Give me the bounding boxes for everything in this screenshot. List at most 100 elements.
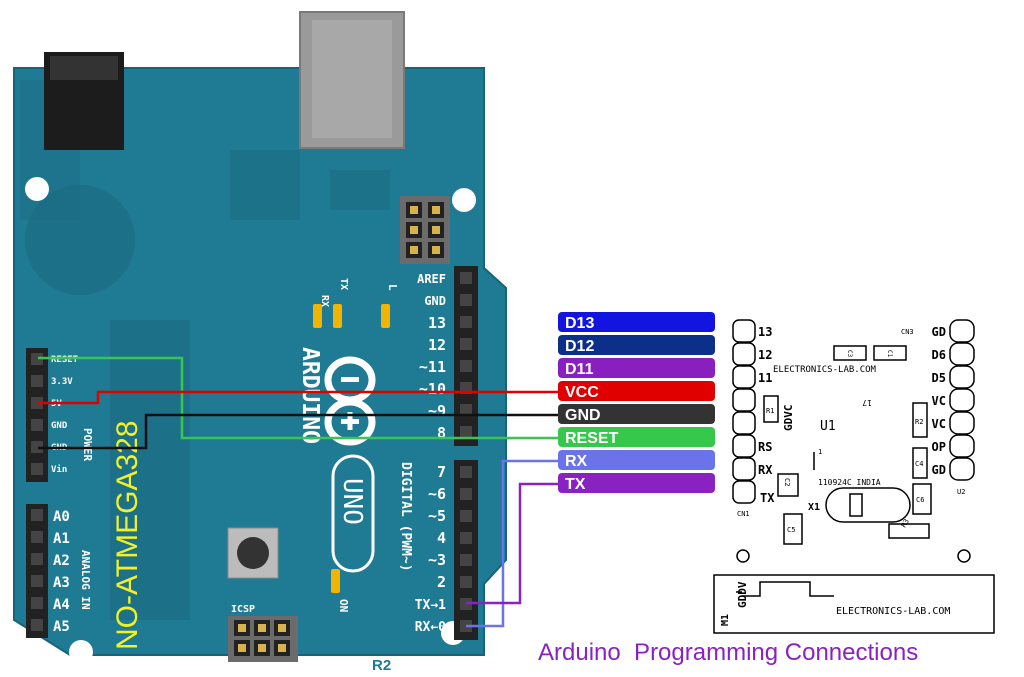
analog-section-label: ANALOG IN [79, 550, 92, 610]
comp-c3 [833, 345, 867, 361]
module-c2-label: C2 [783, 478, 791, 486]
label-tag-rx [558, 450, 715, 470]
wire-vcc [38, 390, 560, 405]
module-r3-label: R3 [900, 518, 911, 529]
icsp-label: ICSP [231, 604, 255, 615]
label-tag-text: D11 [565, 361, 594, 378]
mount-hole [452, 188, 476, 212]
revision-label: R2 [372, 657, 391, 674]
comp-r1 [763, 395, 779, 423]
analog-header [26, 504, 48, 638]
analog-pin-label: A4 [53, 597, 70, 613]
digital-header-top [454, 266, 478, 446]
module-r2-label: R2 [915, 418, 923, 426]
module-right-pin-label: VC [932, 417, 946, 431]
label-tag-text: D12 [565, 338, 594, 355]
module-c6-label: C6 [916, 496, 924, 504]
module-right-pin-label: D6 [932, 348, 946, 362]
led-tx [333, 304, 342, 328]
power-pin-label: Vin [51, 464, 67, 475]
digital-pin-label: ~10 [419, 380, 446, 398]
label-tag-tx [558, 473, 715, 493]
led-tx-label: TX [338, 278, 349, 290]
module-right-pin-label: GD [932, 463, 946, 477]
label-tag-text: RX [565, 453, 588, 470]
module-brand-bottom: ELECTRONICS-LAB.COM [836, 606, 950, 617]
module-mount-hole [957, 549, 971, 563]
uno-label: UNO [337, 478, 367, 525]
module-left-pin-label: 11 [758, 371, 772, 385]
led-on [331, 569, 340, 593]
module-gdvc-label: GDVC [782, 405, 795, 432]
comp-c2 [777, 473, 799, 497]
comp-r2 [912, 402, 928, 438]
analog-pin-label: A5 [53, 619, 70, 635]
analog-pin-label: A2 [53, 553, 70, 569]
digital-pin-label: RX←0 [415, 620, 446, 635]
power-section-label: POWER [81, 428, 94, 461]
digital-pin-label: ~6 [428, 485, 446, 503]
digital-pin-label: 13 [428, 314, 446, 332]
digital-pin-label: GND [424, 294, 446, 308]
module-gddv-label: GDDV [736, 581, 749, 608]
wire-reset [38, 356, 560, 440]
module-brand-top: ELECTRONICS-LAB.COM [773, 365, 877, 375]
module-made-label: 110924C INDIA [818, 478, 881, 487]
digital-pin-label: 8 [437, 424, 446, 442]
module-right-header [949, 319, 975, 481]
comp-c4 [912, 447, 928, 479]
analog-pin-label: A0 [53, 509, 70, 525]
module-pcb [713, 319, 995, 634]
digital-pin-label: ~5 [428, 507, 446, 525]
icsp-header-top [400, 196, 450, 264]
module-left-pin-label: RS [758, 440, 772, 454]
module-right-pin-label: GD [932, 325, 946, 339]
module-left-pin-label: TX [760, 491, 775, 505]
mount-hole [69, 640, 93, 664]
analog-pin-label: A1 [53, 531, 70, 547]
module-right-pin-label: VC [932, 394, 946, 408]
module-c4-label: C4 [915, 460, 923, 468]
comp-c6 [912, 483, 932, 515]
wire-tx [466, 482, 560, 605]
module-17-label: 17 [862, 398, 872, 407]
digital-pin-label: 2 [437, 573, 446, 591]
chip-label: NO-ATMEGA328 [111, 421, 144, 651]
module-cn1-label: CN1 [737, 510, 750, 518]
digital-pin-label: TX→1 [415, 598, 446, 613]
led-l [381, 304, 390, 328]
module-m1 [713, 574, 995, 634]
arduino-board: ICSP RX TX L ON ARDUINO UNO NO-ATME [13, 11, 507, 674]
on-label: ON [337, 599, 350, 612]
label-tag-vcc [558, 381, 715, 401]
digital-pin-label: ~11 [419, 358, 446, 376]
digital-pin-label: 4 [437, 529, 446, 547]
comp-c5 [783, 513, 803, 545]
wires [38, 356, 560, 628]
digital-section-label: DIGITAL (PWM~) [398, 462, 413, 572]
digital-header-bottom [454, 460, 478, 640]
reset-button [227, 527, 279, 579]
diagram-caption: Arduino Programming Connections [538, 639, 918, 666]
label-tag-reset [558, 427, 715, 447]
module-r1-label: R1 [766, 407, 774, 415]
arduino-brand: ARDUINO [297, 347, 323, 444]
module-left-pin-label: 12 [758, 348, 772, 362]
comp-r3 [888, 523, 930, 539]
mount-hole [25, 177, 49, 201]
arduino-logo [324, 356, 376, 446]
comp-x1 [825, 487, 911, 523]
analog-pin-label: A3 [53, 575, 70, 591]
module-c5-label: C5 [787, 526, 795, 534]
comp-c1 [873, 345, 907, 361]
power-pin-label: RESET [51, 355, 79, 365]
digital-pin-label: 7 [437, 463, 446, 481]
led-l-label: L [386, 284, 399, 291]
label-tag-text: TX [565, 476, 586, 493]
power-header [26, 348, 48, 482]
label-tag-text: RESET [565, 430, 619, 447]
signal-labels: D13 D12 D11 VCC GND RESET RX TX [558, 312, 715, 493]
label-tag-d13 [558, 312, 715, 332]
led-rx [313, 304, 322, 328]
